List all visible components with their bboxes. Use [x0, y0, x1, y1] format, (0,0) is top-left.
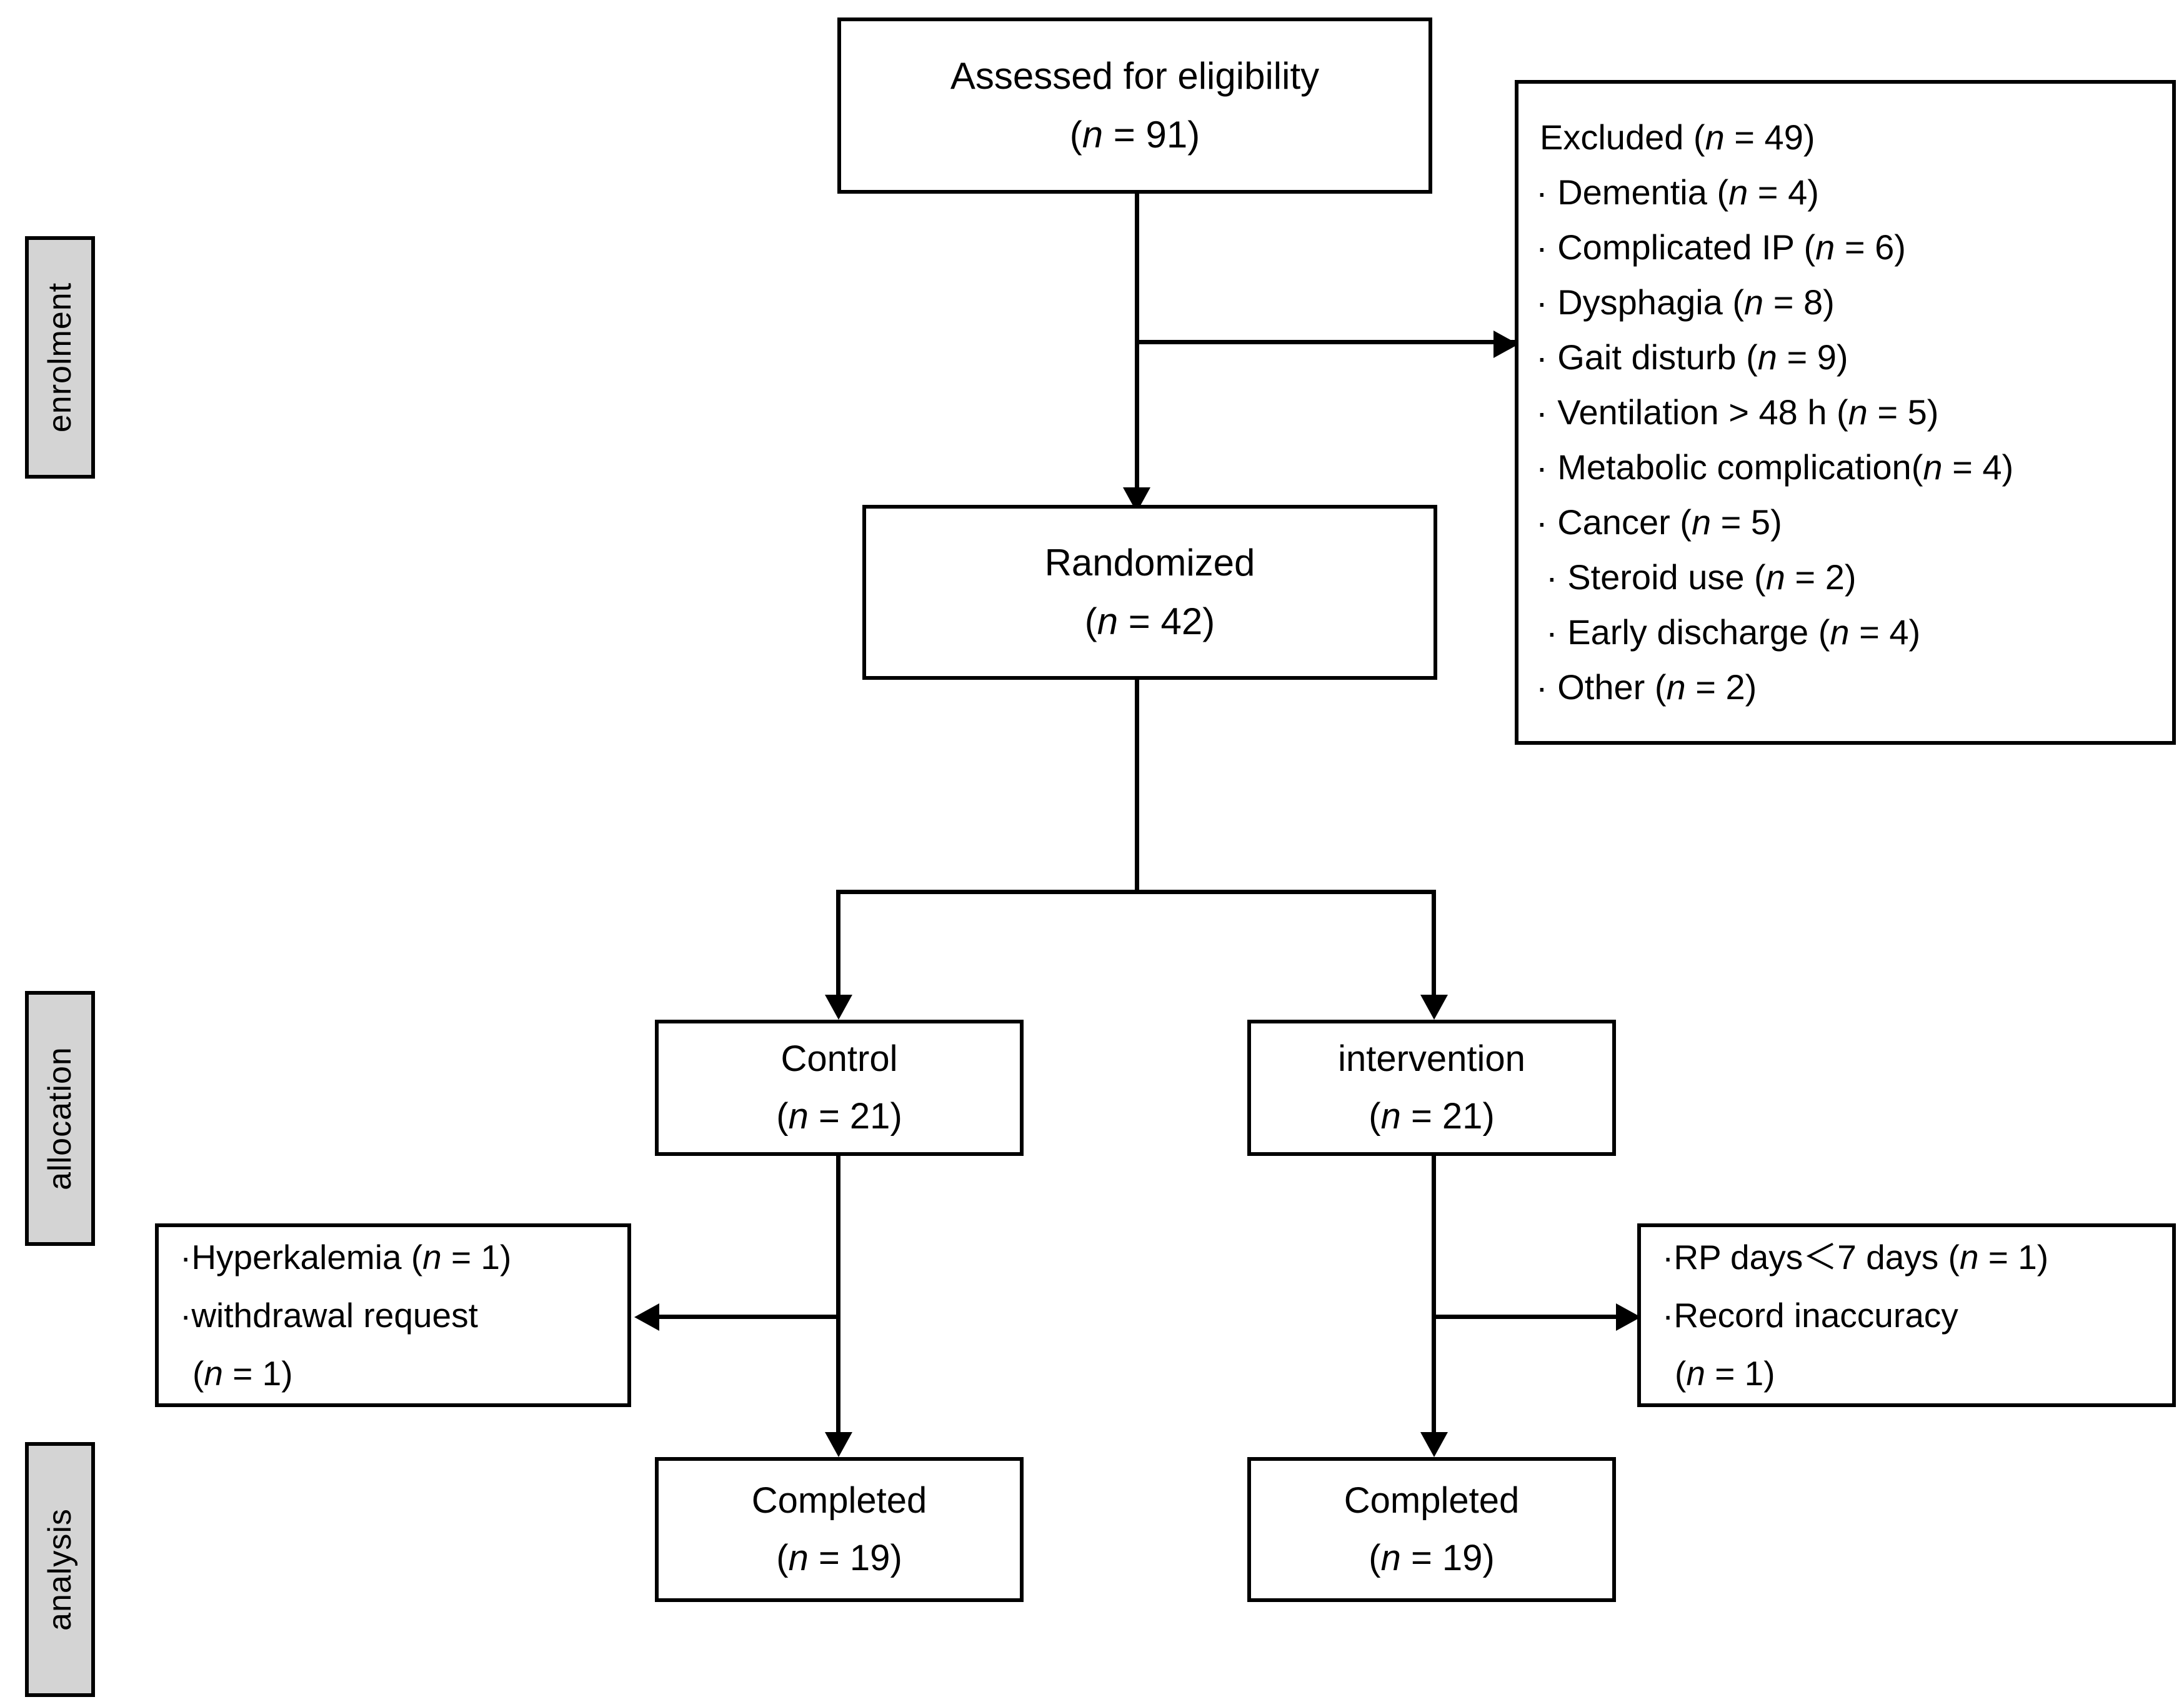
- stage-label-enrolment: enrolment: [25, 236, 95, 479]
- box-intervention-count: (n = 21): [1369, 1096, 1495, 1137]
- dropout-intervention-item-rp-days: ·RP days＜7 days (n = 1): [1662, 1237, 2049, 1276]
- excluded-item-gait-disturb: · Gait disturb (n = 9): [1536, 337, 1848, 377]
- box-randomized-count: (n = 42): [1084, 600, 1215, 642]
- box-completed-control-title: Completed: [751, 1480, 927, 1521]
- stage-label-enrolment-text: enrolment: [42, 282, 79, 433]
- excluded-item-dementia: · Dementia (n = 4): [1536, 172, 1819, 212]
- stage-label-allocation: allocation: [25, 991, 95, 1246]
- connector-intervention-to-completed: [1432, 1155, 1436, 1442]
- excluded-heading: Excluded (n = 49): [1540, 117, 1815, 157]
- arrowhead-control: [825, 995, 852, 1020]
- box-intervention-title: intervention: [1338, 1038, 1525, 1079]
- excluded-item-cancer: · Cancer (n = 5): [1536, 502, 1782, 542]
- box-completed-intervention-title: Completed: [1344, 1480, 1520, 1521]
- excluded-item-metabolic-complication: · Metabolic complication(n = 4): [1536, 447, 2014, 487]
- dropout-intervention-count: (n = 1): [1675, 1353, 1775, 1393]
- box-excluded: Excluded (n = 49) · Dementia (n = 4) · C…: [1515, 80, 2176, 745]
- box-completed-intervention-count: (n = 19): [1369, 1538, 1495, 1578]
- box-dropout-control: ·Hyperkalemia (n = 1) ·withdrawal reques…: [155, 1223, 631, 1407]
- arrowhead-completed-intervention: [1420, 1432, 1448, 1457]
- stage-label-allocation-text: allocation: [42, 1047, 78, 1190]
- dropout-control-item-hyperkalemia: ·Hyperkalemia (n = 1): [180, 1237, 512, 1276]
- box-randomized-title: Randomized: [1044, 542, 1255, 584]
- connector-control-to-completed: [836, 1155, 840, 1442]
- box-randomized: Randomized (n = 42): [862, 505, 1437, 680]
- connector-intervention-to-dropout: [1432, 1315, 1619, 1319]
- excluded-item-complicated-ip: · Complicated IP (n = 6): [1536, 227, 1906, 267]
- dropout-control-item-withdrawal-request: ·withdrawal request: [180, 1295, 478, 1335]
- box-intervention: intervention (n = 21): [1247, 1020, 1616, 1156]
- excluded-item-ventilation: · Ventilation > 48 h (n = 5): [1536, 392, 1939, 432]
- dropout-control-count: (n = 1): [192, 1353, 293, 1393]
- box-control: Control (n = 21): [655, 1020, 1024, 1156]
- connector-branch-left: [836, 890, 840, 1005]
- arrowhead-excluded: [1493, 331, 1518, 358]
- box-assessed-title: Assessed for eligibility: [950, 55, 1320, 97]
- box-dropout-intervention: ·RP days＜7 days (n = 1) ·Record inaccura…: [1637, 1223, 2176, 1407]
- box-assessed-for-eligibility: Assessed for eligibility (n = 91): [837, 17, 1432, 194]
- connector-branch-right: [1432, 890, 1436, 1005]
- box-control-count: (n = 21): [776, 1096, 902, 1137]
- arrowhead-dropout-intervention: [1616, 1303, 1641, 1331]
- connector-branch-horizontal: [836, 890, 1436, 894]
- arrowhead-intervention: [1420, 995, 1448, 1020]
- arrowhead-dropout-control: [634, 1303, 659, 1331]
- excluded-item-other: · Other (n = 2): [1536, 667, 1757, 707]
- arrowhead-completed-control: [825, 1432, 852, 1457]
- connector-control-to-dropout: [659, 1315, 839, 1319]
- stage-label-analysis: analysis: [25, 1442, 95, 1697]
- excluded-item-early-discharge: · Early discharge (n = 4): [1546, 612, 1921, 652]
- box-completed-intervention: Completed (n = 19): [1247, 1457, 1616, 1602]
- box-completed-control: Completed (n = 19): [655, 1457, 1024, 1602]
- box-control-title: Control: [780, 1038, 898, 1079]
- dropout-intervention-item-record-inaccuracy: ·Record inaccuracy: [1662, 1295, 1958, 1335]
- excluded-item-dysphagia: · Dysphagia (n = 8): [1536, 282, 1835, 322]
- connector-assessed-to-excluded: [1135, 340, 1516, 344]
- connector-assessed-to-randomized: [1135, 191, 1139, 497]
- excluded-item-steroid-use: · Steroid use (n = 2): [1546, 557, 1857, 597]
- stage-label-analysis-text: analysis: [42, 1508, 78, 1631]
- box-completed-control-count: (n = 19): [776, 1538, 902, 1578]
- connector-randomized-down: [1135, 678, 1139, 893]
- box-assessed-count: (n = 91): [1069, 114, 1200, 156]
